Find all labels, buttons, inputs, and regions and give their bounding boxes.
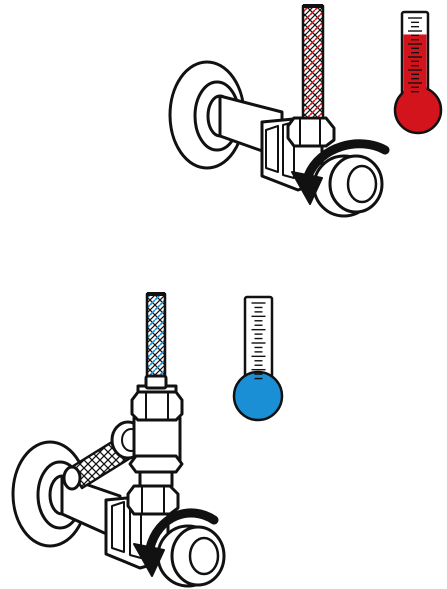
thermometer-level-fill [246, 378, 271, 387]
turn-arrow-icon [291, 139, 390, 205]
braided-hose-icon [144, 292, 168, 390]
turn-arrow-icon [133, 508, 219, 577]
valve-handle-icon [312, 154, 384, 218]
thermometer-icon [393, 10, 443, 135]
cold-water-valve-panel [11, 292, 284, 588]
hot-water-valve-panel [168, 4, 443, 218]
valve-handle-icon [156, 524, 226, 588]
braided-hose-icon [301, 4, 325, 120]
thermometer-icon [232, 295, 284, 422]
